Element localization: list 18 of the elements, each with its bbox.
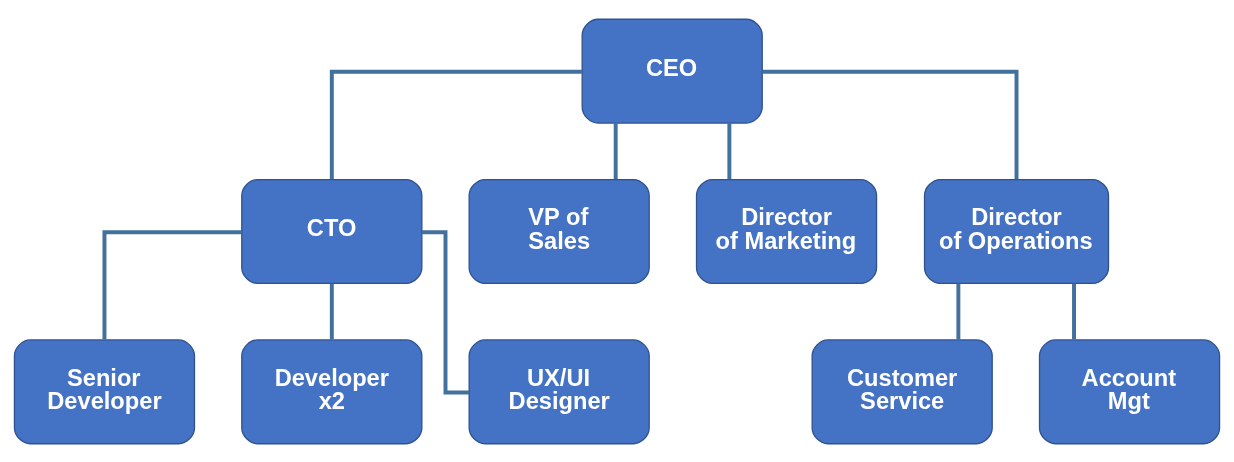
connector (762, 69, 1019, 179)
node-box: Director of Operations (923, 178, 1110, 284)
node-box: VP of Sales (468, 178, 650, 284)
connector (1072, 283, 1076, 339)
node-box: UX/UI Designer (468, 338, 650, 444)
node-box: Customer Service (811, 338, 993, 444)
node-box: Director of Marketing (695, 178, 878, 284)
node-box: Developer x2 (241, 338, 423, 444)
connector (956, 283, 961, 339)
connector (329, 69, 582, 179)
node-box: CEO (581, 18, 763, 124)
node-box: Senior Developer (13, 338, 196, 444)
connector (613, 122, 618, 179)
connector (102, 229, 242, 340)
connector (727, 122, 732, 179)
node-box: CTO (241, 178, 423, 284)
connector (329, 283, 334, 339)
node-box: Account Mgt (1038, 338, 1221, 444)
